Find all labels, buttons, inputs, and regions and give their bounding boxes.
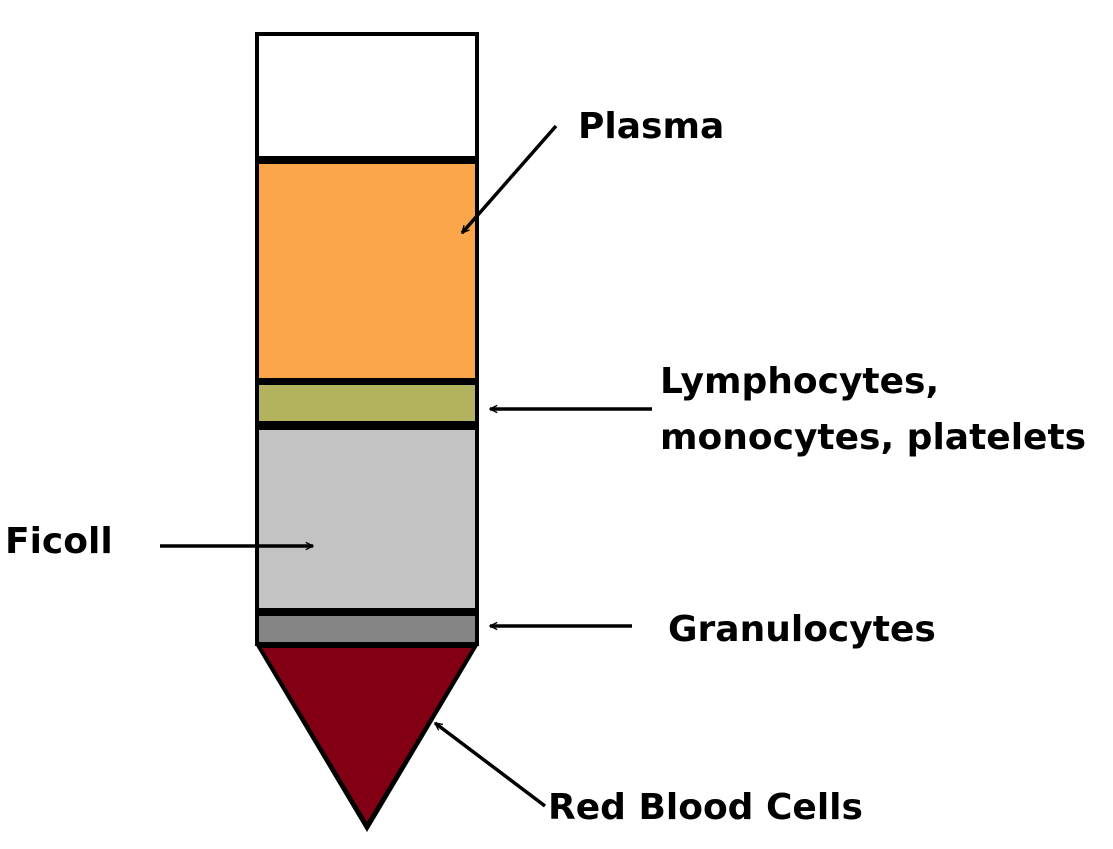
red-blood-cells-fill (262, 648, 472, 822)
label-lymphocytes-line1: Lymphocytes, (660, 361, 940, 402)
layer-ficoll (259, 430, 475, 608)
layer-granulocytes (259, 616, 475, 642)
arrow-plasma (460, 124, 558, 235)
label-granulocytes: Granulocytes (668, 609, 936, 650)
label-lymphocytes-line2: monocytes, platelets (660, 417, 1087, 458)
arrow-red-blood-cells (435, 721, 547, 808)
layer-lymphocytes (259, 385, 475, 421)
layer-plasma (259, 164, 475, 378)
label-plasma: Plasma (578, 106, 725, 147)
label-ficoll: Ficoll (5, 521, 113, 562)
layer-empty (259, 36, 475, 156)
label-red-blood-cells: Red Blood Cells (548, 787, 863, 828)
